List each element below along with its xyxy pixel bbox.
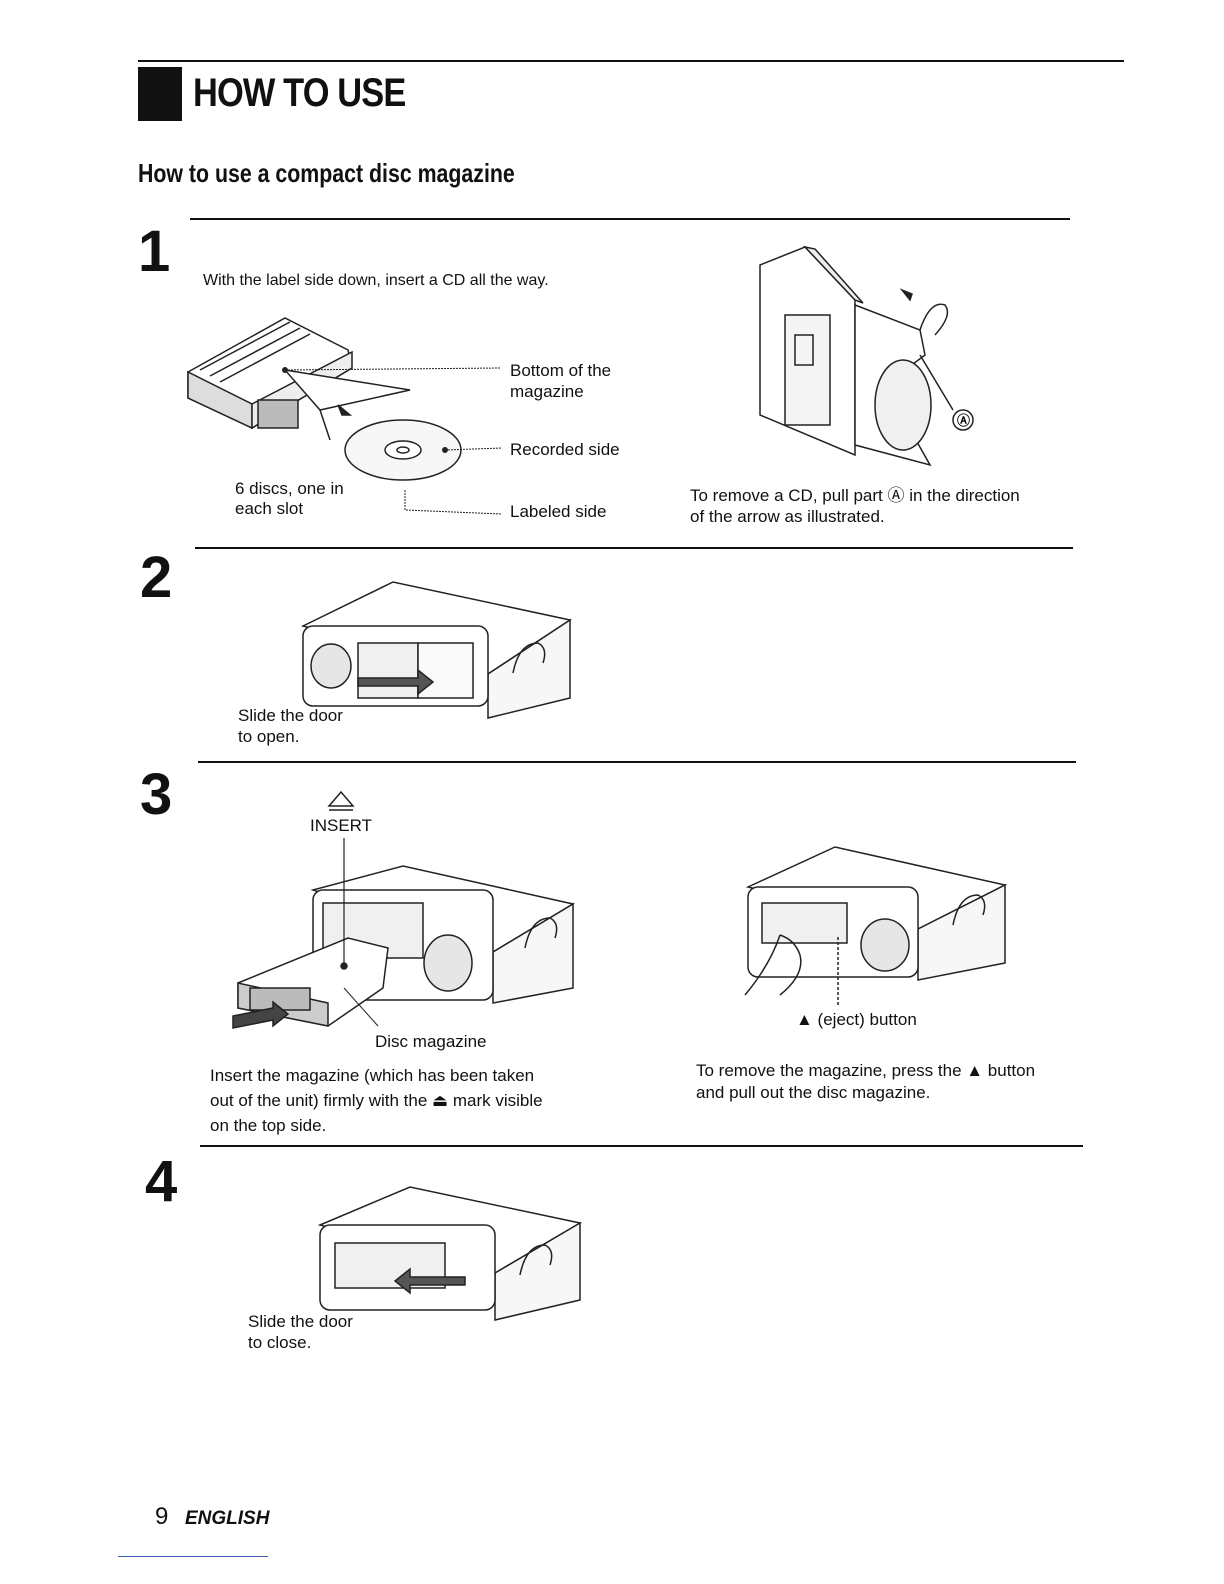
step-rule-2 (195, 547, 1073, 549)
header-marker-block (138, 67, 182, 121)
footer-divider (118, 1556, 268, 1557)
step1-leader-lines (282, 367, 510, 520)
eject-magazine-illustration (740, 845, 1015, 1025)
insert-mark-icon (326, 790, 356, 816)
part-a-marker: Ⓐ (957, 413, 971, 428)
step4-caption-2: to close. (248, 1333, 312, 1352)
step4-caption-1: Slide the door (248, 1312, 353, 1331)
magazine-insert-illustration (228, 838, 578, 1038)
cd-removal-illustration (745, 245, 985, 475)
step-number-1: 1 (138, 219, 171, 284)
step-number-3: 3 (140, 762, 173, 827)
section-title: How to use a compact disc magazine (138, 158, 515, 188)
cd-changer-door-open-illustration (298, 578, 578, 723)
step-rule-3 (198, 761, 1076, 763)
page-title: HOW TO USE (193, 71, 406, 115)
magazine-cd-insert-illustration (180, 310, 510, 500)
step3-instruction-1: Insert the magazine (which has been take… (210, 1066, 535, 1085)
step2-caption-1: Slide the door (238, 706, 343, 725)
step1-remove-text-1: To remove a CD, pull part Ⓐ in the direc… (690, 486, 1020, 505)
step-number-2: 2 (140, 545, 173, 610)
page-number: 9 (155, 1503, 169, 1530)
disc-magazine-label: Disc magazine (375, 1032, 487, 1051)
label-six-discs-2: each slot (235, 499, 304, 518)
step1-instruction: With the label side down, insert a CD al… (203, 272, 549, 289)
label-bottom-of-magazine-1: Bottom of the (510, 361, 612, 380)
step3-instruction-3: on the top side. (210, 1116, 327, 1135)
step1-remove-text-2: of the arrow as illustrated. (690, 507, 885, 526)
insert-mark-label: INSERT (310, 816, 373, 835)
step3-instruction-2: out of the unit) firmly with the ⏏ mark … (210, 1091, 543, 1110)
step3-remove-text-1: To remove the magazine, press the ▲ butt… (696, 1061, 1036, 1080)
step-rule-4 (200, 1145, 1083, 1147)
page-language: ENGLISH (185, 1508, 270, 1529)
label-labeled-side: Labeled side (510, 502, 607, 521)
step-number-4: 4 (145, 1149, 178, 1214)
eject-button-label: ▲ (eject) button (796, 1010, 917, 1029)
step3-remove-text-2: and pull out the disc magazine. (696, 1083, 931, 1102)
cd-changer-door-close-illustration (315, 1185, 585, 1325)
step2-caption-2: to open. (238, 727, 300, 746)
header-rule (138, 60, 1124, 62)
label-bottom-of-magazine-2: magazine (510, 382, 584, 401)
step-rule-1 (190, 218, 1070, 220)
label-recorded-side: Recorded side (510, 440, 620, 459)
label-six-discs-1: 6 discs, one in (235, 479, 344, 498)
